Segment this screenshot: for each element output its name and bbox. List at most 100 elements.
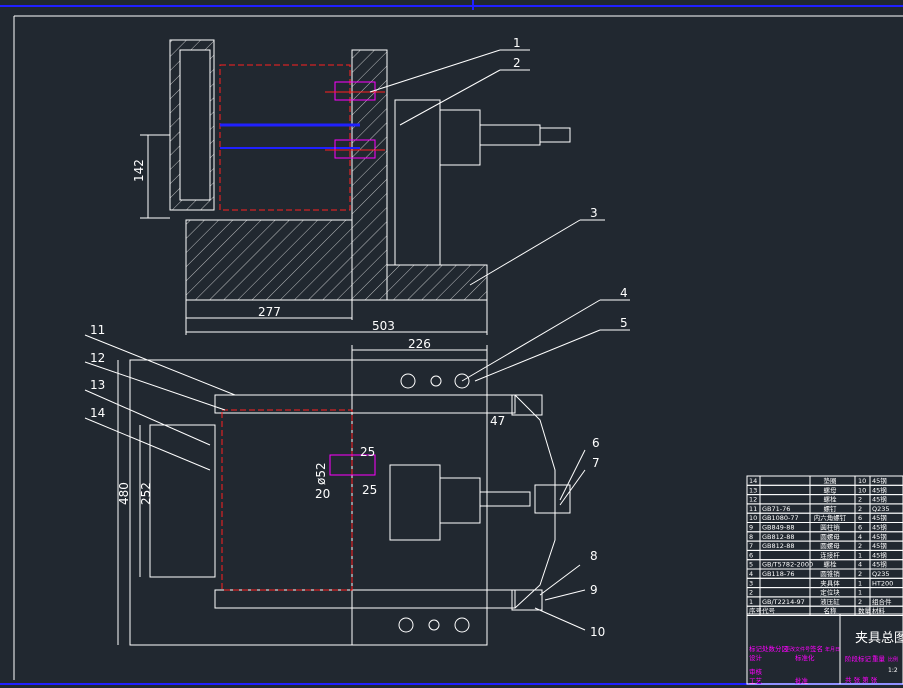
tb-label: 签名 — [810, 644, 823, 653]
parts-list-cell: GB71-76 — [762, 505, 790, 513]
front-view — [140, 39, 571, 335]
parts-list-cell: 1 — [858, 579, 862, 587]
parts-list-cell: 定位块 — [820, 588, 840, 597]
tb-label: 年月日 — [825, 646, 840, 653]
dim-47: 47 — [490, 414, 505, 428]
tb-label: 审核 — [749, 667, 763, 676]
dim-252: 252 — [139, 482, 153, 505]
parts-list-cell: 螺钉 — [824, 504, 838, 513]
parts-list-cell: GB1080-77 — [762, 514, 799, 522]
parts-list-cell: 7 — [749, 542, 753, 550]
parts-list-cell: 螺栓 — [824, 495, 838, 504]
parts-list-cell: 10 — [858, 477, 866, 485]
parts-list-cell: 3 — [749, 579, 753, 587]
parts-list-cell: 10 — [749, 514, 757, 522]
parts-list-row: 5 GB/T5782-2000 螺栓 4 45钢 — [746, 559, 903, 570]
parts-list-cell: 组合件 — [872, 597, 892, 606]
dim-25-b: 25 — [362, 483, 377, 497]
parts-list-cell: 45钢 — [872, 533, 887, 541]
parts-list-cell: 序号 — [749, 606, 763, 615]
dimension-labels: 142 277 503 226 47 480 252 ø52 25 20 25 — [117, 159, 505, 505]
parts-list-cell: 6 — [858, 524, 862, 532]
parts-list-cell: 45钢 — [872, 542, 887, 550]
callout-10: 10 — [590, 625, 605, 639]
parts-list-cell: HT200 — [872, 579, 893, 587]
tb-label: 更改文件号 — [785, 646, 810, 653]
tb-label: 标准化 — [795, 653, 815, 662]
parts-list-cell: 45钢 — [872, 496, 887, 504]
callout-8: 8 — [590, 549, 598, 563]
dim-277: 277 — [258, 305, 281, 319]
callout-14: 14 — [90, 406, 105, 420]
parts-list-cell: 名称 — [824, 606, 838, 615]
parts-list-cell: GB/T5782-2000 — [762, 561, 813, 569]
parts-list-cell: 4 — [749, 570, 753, 578]
parts-list-cell: 1 — [749, 598, 753, 606]
callout-11: 11 — [90, 323, 105, 337]
parts-list-cell: GB118-76 — [762, 570, 795, 578]
tb-stage: 阶段标记 — [845, 654, 872, 663]
callout-9: 9 — [590, 583, 598, 597]
parts-list-cell: 4 — [858, 533, 862, 541]
parts-list-cell: 13 — [749, 486, 757, 494]
parts-list-cell: 14 — [749, 477, 757, 485]
parts-list-cell: 垫圈 — [824, 476, 837, 485]
tb-scale-value: 1:2 — [888, 667, 898, 674]
parts-list-cell: 2 — [858, 570, 862, 578]
callout-2: 2 — [513, 56, 521, 70]
top-view — [117, 345, 571, 646]
parts-list-cell: 液压缸 — [820, 597, 840, 606]
dim-226: 226 — [408, 337, 431, 351]
parts-list-cell: GB/T2214-97 — [762, 598, 805, 606]
parts-list-cell: Q235 — [872, 505, 890, 513]
parts-list-cell: GB812-88 — [762, 533, 795, 541]
parts-list-row: 4 GB118-76 圆锥销 2 Q235 — [746, 568, 903, 579]
parts-list-cell: 代号 — [762, 606, 776, 615]
parts-list-cell: 1 — [858, 589, 862, 597]
dim-142: 142 — [132, 159, 146, 182]
callout-12: 12 — [90, 351, 105, 365]
parts-list-cell: 12 — [749, 496, 757, 504]
parts-list-row: 1 GB/T2214-97 液压缸 2 组合件 — [746, 596, 903, 607]
parts-list-cell: 6 — [749, 551, 753, 559]
parts-list-cell: 圆螺母 — [820, 532, 840, 541]
parts-list-cell: 1 — [858, 551, 862, 559]
parts-list-cell: 4 — [858, 561, 862, 569]
parts-list-cell: 45钢 — [872, 561, 887, 569]
title-block: 夹具总图 标记 处数 分区 更改文件号 签名 年月日 设计 标准化 审核 工艺 … — [746, 613, 903, 685]
callout-7: 7 — [592, 456, 600, 470]
parts-list-cell: 2 — [858, 542, 862, 550]
parts-list-cell: 圆螺母 — [820, 541, 840, 550]
parts-list-cell: 连接杆 — [820, 550, 840, 559]
parts-list-cell: 螺栓 — [824, 560, 838, 569]
callout-labels: 1 2 3 4 5 6 7 8 9 10 11 12 13 14 — [90, 36, 628, 639]
parts-list-cell: 螺母 — [824, 485, 838, 494]
parts-list-cell: Q235 — [872, 570, 890, 578]
parts-list-cell: 圆锥销 — [820, 569, 840, 578]
parts-list-cell: 内六角螺钉 — [814, 513, 847, 522]
dim-503: 503 — [372, 319, 395, 333]
tb-label: 标记 — [749, 644, 763, 653]
callout-3: 3 — [590, 206, 598, 220]
parts-list-cell: 45钢 — [872, 486, 887, 494]
parts-list-cell: 45钢 — [872, 551, 887, 559]
parts-list-cell: GB849-88 — [762, 524, 795, 532]
parts-list-cell: 5 — [749, 561, 753, 569]
dim-480: 480 — [117, 482, 131, 505]
parts-list-cell: 2 — [858, 598, 862, 606]
tb-label: 设计 — [749, 653, 763, 662]
parts-list-cell: 8 — [749, 533, 753, 541]
leader-lines — [84, 49, 630, 631]
parts-list-cell: 45钢 — [872, 477, 887, 485]
parts-list-cell: 材料 — [872, 606, 886, 615]
parts-list-row: 8 GB812-88 圆螺母 4 45钢 — [746, 531, 903, 542]
